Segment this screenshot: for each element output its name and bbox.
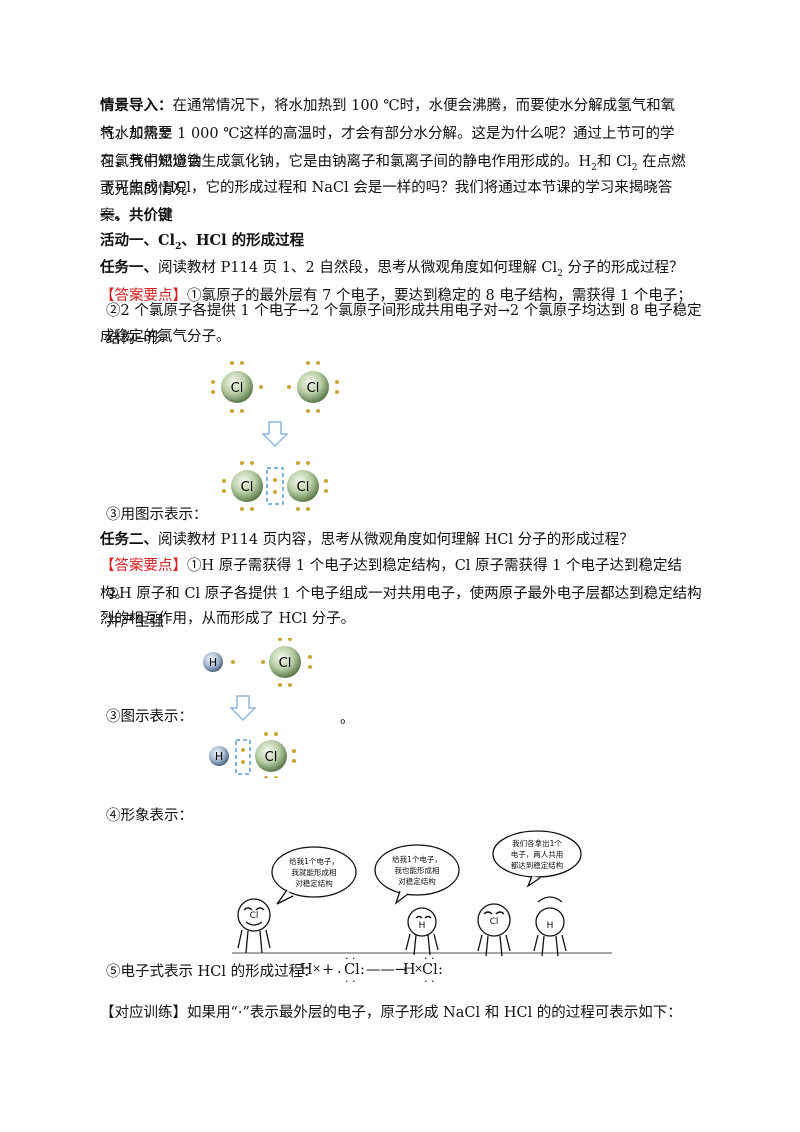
- intro-line-1: 情景导入：在通常情况下，将水加热到 100 ℃时，水便会沸腾，而要使水分解成氢气…: [100, 97, 676, 142]
- down-arrow-icon: [229, 695, 257, 722]
- hcl-formation-diagram: H Cl H Cl: [203, 638, 312, 778]
- intro-line-2: 将水加热至 1 000 ℃这样的高温时，才会有部分水分解。这是为什么呢？通过上节…: [100, 126, 675, 170]
- svg-text:Cl: Cl: [307, 381, 320, 396]
- svg-text:给我1个电子，: 给我1个电子，: [392, 854, 442, 864]
- svg-text:Cl: Cl: [250, 911, 259, 921]
- svg-text:我也能形成相: 我也能形成相: [395, 865, 440, 875]
- cl-character-left: [237, 898, 271, 954]
- h-character: [405, 907, 439, 956]
- section-heading: 一、共价键: [100, 207, 173, 224]
- svg-text:Cl: Cl: [265, 750, 278, 765]
- intro-line-3: 在氯气中燃烧会生成氯化钠，它是由钠离子和氯离子间的静电作用形成的。H2和 Cl2…: [100, 154, 686, 198]
- cl-atom: Cl: [261, 638, 312, 687]
- period: 。: [340, 711, 355, 727]
- h-character-right: [533, 896, 567, 957]
- svg-text:Cl: Cl: [241, 480, 254, 495]
- task2-answer-5: ⑤电子式表示 HCl 的形成过程：: [106, 964, 318, 980]
- task2-answer-1: 【答案要点】①H 原子需获得 1 个电子达到稳定结构，Cl 原子需获得 1 个电…: [100, 558, 682, 602]
- practice-line: 【对应训练】如果用“·”表示最外层的电子，原子形成 NaCl 和 HCl 的的过…: [100, 1005, 682, 1021]
- cl2-formation-diagram: Cl Cl Cl Cl: [211, 361, 339, 511]
- electron-dots: [211, 361, 263, 413]
- svg-text:Cl: Cl: [490, 917, 499, 927]
- task1-answer-2b: 成稳定的氯气分子。: [100, 329, 231, 345]
- cl-character-right: [477, 903, 511, 957]
- task1-answer-3: ③用图示表示：: [106, 507, 208, 523]
- svg-text:都达到稳定结构: 都达到稳定结构: [511, 860, 564, 870]
- intro-line-4: 下可生成 HCl，它的形成过程和 NaCl 会是一样的吗？我们将通过本节课的学习…: [100, 180, 673, 224]
- svg-text:Cl: Cl: [297, 480, 310, 495]
- answer-tag: 【答案要点】: [100, 558, 187, 574]
- cartoon-illustration: 给我1个电子， 我就能形成相 对稳定结构 给我1个电子， 我也能形成相 对稳定结…: [232, 830, 612, 957]
- svg-text:H: H: [209, 656, 217, 669]
- svg-text:Cl: Cl: [279, 656, 292, 671]
- svg-text:我就能形成相: 我就能形成相: [292, 867, 337, 877]
- svg-text:电子，两人共用: 电子，两人共用: [511, 849, 564, 859]
- task2-answer-2b: 烈的相互作用，从而形成了 HCl 分子。: [100, 611, 356, 627]
- cl2-molecule: Cl Cl: [222, 461, 328, 511]
- answer-tag: 【答案要点】: [100, 288, 187, 304]
- task1-line: 任务一、阅读教材 P114 页 1、2 自然段，思考从微观角度如何理解 Cl2 …: [100, 259, 684, 279]
- svg-text:H: H: [547, 921, 554, 931]
- task1-answer-2a: ②2 个氯原子各提供 1 个电子→2 个氯原子间形成共用电子对→2 个氯原子均达…: [106, 303, 702, 347]
- speech-bubble-3: [492, 830, 582, 878]
- svg-text:对稳定结构: 对稳定结构: [398, 876, 436, 886]
- cl-atom-right: Cl: [287, 361, 339, 413]
- hcl-molecule: H Cl: [209, 732, 296, 778]
- task2-answer-2a: ②H 原子和 Cl 原子各提供 1 个电子组成一对共用电子，使两原子最外电子层都…: [106, 586, 702, 630]
- svg-text:我们各拿出1个: 我们各拿出1个: [512, 838, 562, 848]
- cl-atom-left: Cl: [211, 361, 263, 413]
- task2-line: 任务二、阅读教材 P114 页内容，思考从微观角度如何理解 HCl 分子的形成过…: [100, 531, 634, 548]
- task2-answer-3: ③图示表示：: [106, 709, 193, 725]
- speech-bubble-2: [374, 844, 460, 896]
- h-atom: H: [203, 652, 235, 672]
- task2-answer-4: ④形象表示：: [106, 808, 193, 824]
- intro-label: 情景导入：: [100, 97, 173, 114]
- electron-formula: H × + · · · · · Cl : ——→ H × · · · · Cl …: [300, 952, 443, 988]
- down-arrow-icon: [261, 421, 289, 448]
- svg-text:对稳定结构: 对稳定结构: [295, 878, 333, 888]
- speech-bubble-1: [271, 846, 357, 898]
- activity-heading: 活动一、Cl2、HCl 的形成过程: [100, 232, 305, 252]
- svg-text:H: H: [419, 921, 426, 931]
- svg-text:给我1个电子，: 给我1个电子，: [289, 856, 339, 866]
- svg-text:H: H: [215, 750, 223, 763]
- svg-text:Cl: Cl: [231, 381, 244, 396]
- task1-answer-1: 【答案要点】①氯原子的最外层有 7 个电子，要达到稳定的 8 电子结构，需获得 …: [100, 288, 692, 304]
